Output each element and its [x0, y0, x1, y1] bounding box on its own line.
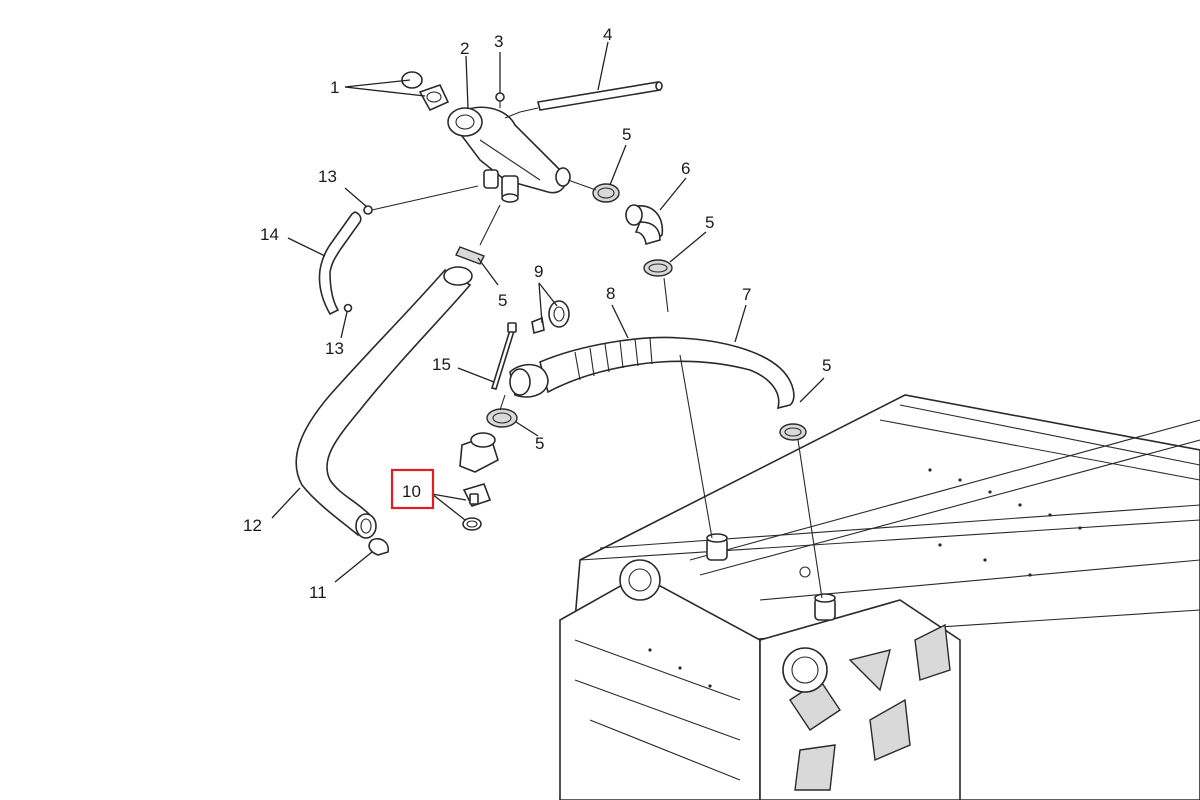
- frame-port: [782, 647, 828, 693]
- callout-11: 11: [309, 583, 327, 602]
- callout-8: 8: [606, 284, 615, 303]
- gasket: [401, 71, 423, 89]
- part-15-strap: [490, 322, 517, 390]
- callout-6: 6: [681, 159, 690, 178]
- callout-4: 4: [603, 25, 612, 44]
- cap: [418, 84, 450, 112]
- part-8-7-hose: [509, 336, 795, 410]
- callout-5: 5: [498, 291, 507, 310]
- callout-highlight-box: [390, 468, 435, 510]
- callout-12: 12: [243, 516, 262, 535]
- part-12-lower-hose: [295, 266, 473, 539]
- callout-13: 13: [325, 339, 344, 358]
- o-ring: [462, 517, 482, 531]
- callout-13: 13: [318, 167, 337, 186]
- part-1-cap-and-gasket: [401, 71, 450, 112]
- callout-2: 2: [460, 39, 469, 58]
- part-9-clamp-assembly: [531, 300, 570, 335]
- part-5-clamp: [592, 183, 620, 203]
- outlet-fitting: [459, 432, 499, 473]
- chassis-frame: [559, 394, 1200, 800]
- callout-10: 10: [402, 482, 421, 501]
- callout-5: 5: [622, 125, 631, 144]
- part-5-clamp: [643, 259, 673, 277]
- frame-cutout: [914, 623, 951, 681]
- callout-5: 5: [705, 213, 714, 232]
- part-5-clamp: [486, 408, 518, 428]
- callout-15: 15: [432, 355, 451, 374]
- part-11-clamp: [368, 537, 390, 556]
- part-13-fitting: [343, 303, 353, 313]
- callout-9: 9: [534, 262, 543, 281]
- callout-1: 1: [330, 78, 339, 97]
- leader-lines: [271, 41, 825, 583]
- callout-5: 5: [822, 356, 831, 375]
- frame-cutout: [869, 698, 911, 762]
- frame-cutout: [794, 744, 836, 791]
- part-14-bleed-hose: [318, 211, 362, 316]
- assembly-lines: [371, 179, 823, 599]
- part-5-clamp: [455, 246, 485, 265]
- callout-7: 7: [742, 285, 751, 304]
- part-10-thermostat-sensor: [462, 483, 492, 531]
- callout-3: 3: [494, 32, 503, 51]
- callout-14: 14: [260, 225, 279, 244]
- part-4-rod: [504, 81, 663, 119]
- frame-port: [619, 559, 661, 601]
- callout-labels: 1 2 3 4 5 6 5 13 14 9 5 8 7 13 15 5 5 10…: [243, 25, 831, 602]
- part-13-fitting: [363, 205, 373, 215]
- frame-cutout: [848, 649, 891, 692]
- part-6-elbow-hose: [625, 204, 664, 246]
- part-5-clamp: [779, 423, 807, 441]
- callout-5: 5: [535, 434, 544, 453]
- part-2-coolant-housing: [447, 106, 571, 203]
- part-3-bolt: [495, 92, 505, 108]
